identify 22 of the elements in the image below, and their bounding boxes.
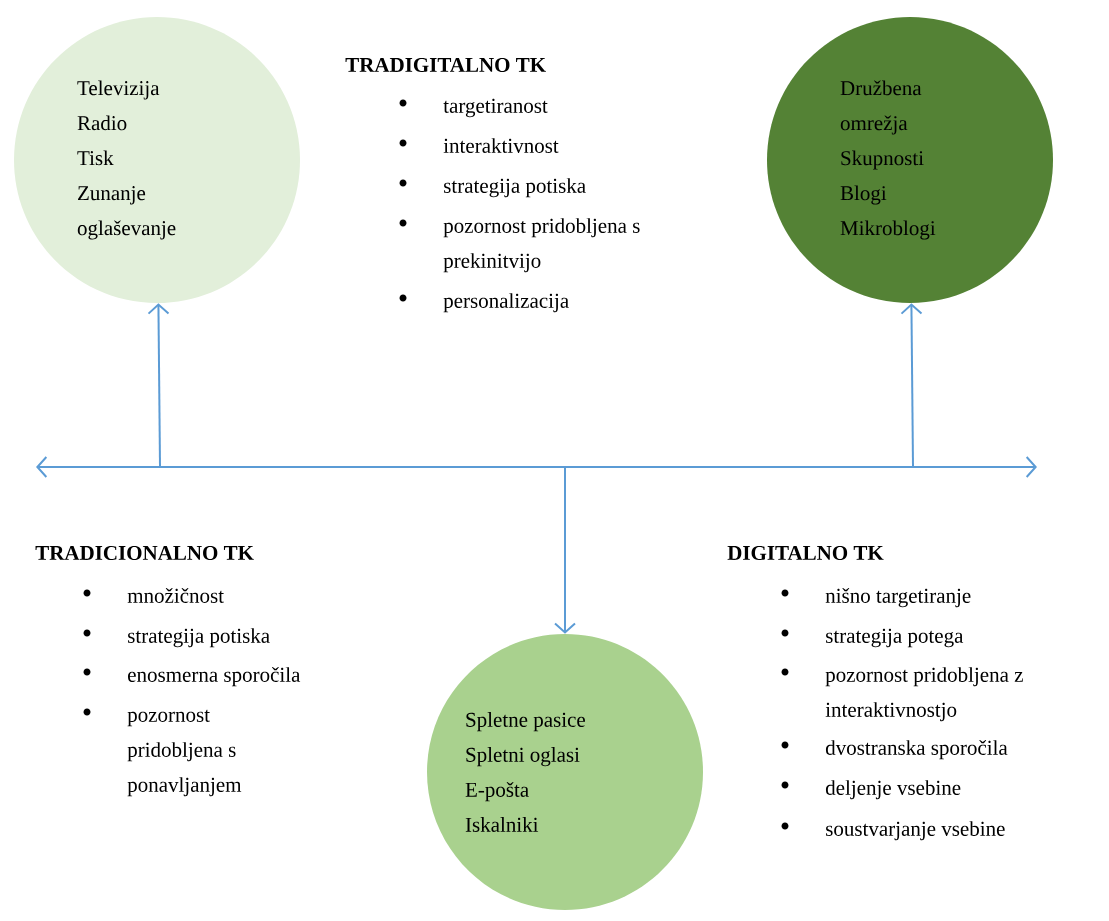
- bullet-item: targetiranost: [399, 98, 548, 118]
- arrow: [900, 303, 923, 468]
- heading: DIGITALNO TK: [727, 545, 884, 561]
- bullet-item: strategija potiska: [83, 628, 270, 648]
- bullet-item: množičnost: [83, 588, 224, 603]
- arrow: [147, 303, 170, 468]
- bullet-item: personalizacija: [399, 293, 569, 313]
- bullet-item: strategija potega: [781, 628, 964, 648]
- bullet-item: strategija potiska: [399, 178, 586, 198]
- circle-node: Televizija Radio Tisk Zunanje oglaševanje: [14, 17, 300, 303]
- bullet-item: enosmerna sporočila: [83, 667, 301, 687]
- heading: TRADICIONALNO TK: [35, 545, 254, 561]
- arrow: [554, 466, 576, 634]
- circle-node: Družbena omrežja Skupnosti Blogi Mikroblogi: [767, 17, 1053, 303]
- bullet-item: interaktivnost: [399, 138, 559, 153]
- circle-node: Spletne pasice Spletni oglasi E-pošta Iskalniki: [427, 634, 703, 910]
- bullet-item: nišno targetiranje: [781, 588, 971, 608]
- bullet-item: deljenje vsebine: [781, 780, 961, 800]
- bullet-item: dvostranska sporočila: [781, 740, 1008, 760]
- bullet-item: soustvarjanje vsebine: [781, 821, 1005, 841]
- heading: TRADIGITALNO TK: [345, 57, 546, 73]
- bullet-item: pozornost pridobljena s ponavljanjem: [83, 708, 242, 797]
